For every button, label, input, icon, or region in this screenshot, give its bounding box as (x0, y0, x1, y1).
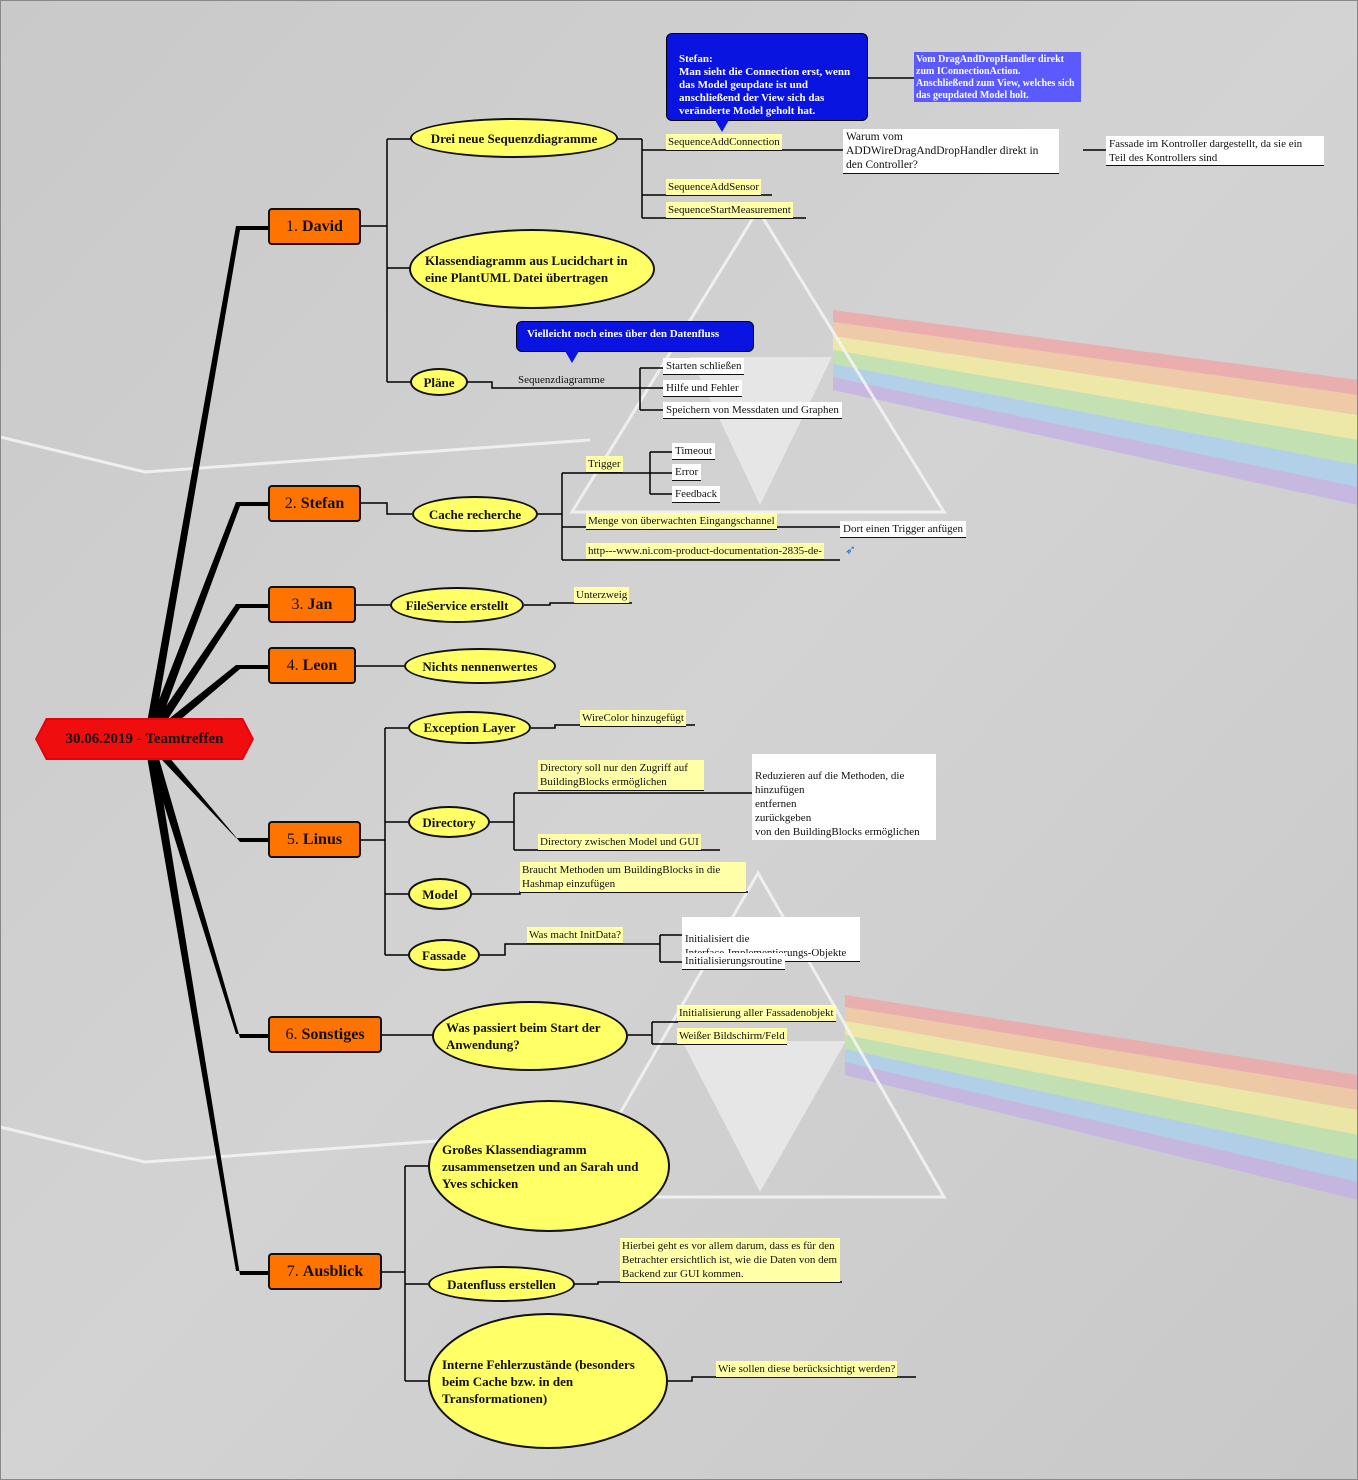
topic-david[interactable]: 1.David (268, 208, 361, 245)
node-label: Directory (422, 814, 476, 830)
node-start-anwendung[interactable]: Was passiert beim Start der Anwendung? (432, 1001, 628, 1071)
node-label: Fassade (421, 947, 467, 963)
topic-label: Stefan (300, 494, 345, 512)
topic-linus[interactable]: 5.Linus (268, 821, 361, 858)
note-sequenzdiagramme[interactable]: Sequenzdiagramme (518, 374, 605, 386)
trunk-ausblick (145, 738, 268, 1275)
note-starten-schliessen[interactable]: Starten schließen (663, 358, 745, 375)
callout-text: Stefan: Man sieht die Connection erst, w… (679, 53, 851, 117)
note-initdata[interactable]: Was macht InitData? (527, 927, 623, 944)
blue-note-draganddrop: Vom DragAndDropHandler direkt zum IConne… (914, 52, 1081, 102)
note-trigger[interactable]: Trigger (586, 456, 623, 473)
note-directory-zugriff[interactable]: Directory soll nur den Zugriff auf Build… (538, 760, 704, 791)
topic-stefan[interactable]: 2.Stefan (268, 485, 361, 522)
node-label: Nichts nennenwertes (422, 658, 538, 674)
node-nichts-nennenwertes[interactable]: Nichts nennenwertes (404, 648, 556, 684)
topic-number: 2. (284, 494, 297, 512)
topic-number: 6. (285, 1025, 298, 1043)
note-reduzieren[interactable]: Reduzieren auf die Methoden, die hinzufü… (752, 754, 936, 840)
topic-jan[interactable]: 3.Jan (268, 586, 356, 623)
callout-stefan[interactable]: Stefan: Man sieht die Connection erst, w… (666, 33, 868, 132)
note-wirecolor[interactable]: WireColor hinzugefügt (580, 710, 686, 727)
note-sequenceaddconnection[interactable]: SequenceAddConnection (666, 134, 782, 151)
note-weisser-bildschirm[interactable]: Weißer Bildschirm/Feld (677, 1028, 787, 1045)
note-trigger-anfuegen[interactable]: Dort einen Trigger anfügen (840, 521, 967, 538)
node-exception-layer[interactable]: Exception Layer (408, 711, 531, 744)
note-timeout[interactable]: Timeout (672, 443, 715, 460)
note-error[interactable]: Error (672, 464, 702, 481)
trunk-stefan (145, 502, 268, 742)
note-menge-eingangschannel[interactable]: Menge von überwachten Eingangschannel (586, 513, 777, 530)
note-unterzweig[interactable]: Unterzweig (574, 587, 630, 604)
trunk-sonstiges (145, 738, 268, 1038)
topic-number: 1. (286, 217, 299, 235)
note-beruecksichtigt[interactable]: Wie sollen diese berücksichtigt werden? (716, 1361, 898, 1378)
callout-tail (565, 351, 579, 363)
topic-number: 7. (286, 1262, 299, 1280)
topic-label: Sonstiges (301, 1025, 365, 1043)
node-label: Datenfluss erstellen (447, 1276, 556, 1292)
node-label: Model (422, 886, 458, 902)
root-label: 30.06.2019 - Teamtreffen (65, 730, 224, 747)
note-sequenceaddsensor[interactable]: SequenceAddSensor (666, 179, 762, 196)
note-hilfe-fehler[interactable]: Hilfe und Fehler (663, 380, 742, 397)
node-plaene[interactable]: Pläne (410, 368, 468, 396)
node-directory[interactable]: Directory (408, 806, 490, 838)
note-directory-model-gui[interactable]: Directory zwischen Model und GUI (538, 834, 701, 851)
note-speichern[interactable]: Speichern von Messdaten und Graphen (663, 402, 842, 419)
node-label: Großes Klassendiagramm zusammensetzen un… (442, 1141, 639, 1191)
callout-text: Vielleicht noch eines über den Datenflus… (527, 328, 720, 340)
note-ni-link[interactable]: http---www.ni.com-product-documentation-… (586, 543, 824, 560)
node-label: Drei neue Sequenzdiagramme (430, 130, 598, 146)
topic-leon[interactable]: 4.Leon (268, 647, 356, 684)
topic-label: Ausblick (302, 1262, 364, 1280)
node-grosses-klassendiagramm[interactable]: Großes Klassendiagramm zusammensetzen un… (428, 1100, 670, 1232)
topic-number: 3. (291, 595, 304, 613)
topic-sonstiges[interactable]: 6.Sonstiges (268, 1016, 382, 1053)
note-datenfluss-erklaerung[interactable]: Hierbei geht es vor allem darum, dass es… (620, 1238, 840, 1283)
topic-number: 5. (286, 830, 299, 848)
hyperlink-icon[interactable]: ➶ (845, 542, 856, 557)
note-warum-question[interactable]: Warum vom ADDWireDragAndDropHandler dire… (843, 129, 1059, 174)
topic-number: 4. (286, 656, 299, 674)
node-label: Exception Layer (423, 720, 516, 735)
topic-label: David (302, 217, 343, 235)
node-label: Interne Fehlerzustände (besonders beim C… (442, 1356, 635, 1406)
note-model-hashmap[interactable]: Braucht Methoden um BuildingBlocks in di… (520, 862, 746, 893)
node-label: Pläne (423, 374, 455, 390)
node-fassade[interactable]: Fassade (408, 939, 480, 971)
topic-ausblick[interactable]: 7.Ausblick (268, 1253, 382, 1290)
node-label: Klassendiagramm aus Lucidchart in eine P… (425, 253, 628, 285)
node-fileservice[interactable]: FileService erstellt (390, 587, 524, 623)
node-label: Cache recherche (428, 506, 522, 522)
note-initialisierungsroutine[interactable]: Initialisierungsroutine (682, 953, 786, 970)
note-feedback[interactable]: Feedback (672, 486, 721, 503)
node-drei-sequenzdiagramme[interactable]: Drei neue Sequenzdiagramme (410, 118, 618, 158)
note-sequencestartmeasurement[interactable]: SequenceStartMeasurement (666, 202, 793, 219)
node-cache-recherche[interactable]: Cache recherche (412, 496, 538, 532)
node-datenfluss-erstellen[interactable]: Datenfluss erstellen (428, 1266, 575, 1302)
node-klassendiagramm[interactable]: Klassendiagramm aus Lucidchart in eine P… (409, 229, 655, 309)
node-label: FileService erstellt (405, 597, 509, 613)
root-node[interactable]: 30.06.2019 - Teamtreffen (35, 718, 254, 760)
topic-label: Jan (307, 595, 333, 613)
callout-datenfluss[interactable]: Vielleicht noch eines über den Datenflus… (516, 321, 754, 363)
topic-label: Linus (302, 830, 343, 848)
note-fassade-answer[interactable]: Fassade im Kontroller dargestellt, da si… (1106, 136, 1324, 166)
node-model[interactable]: Model (408, 878, 472, 910)
topic-label: Leon (302, 656, 338, 674)
node-label: Was passiert beim Start der Anwendung? (446, 1020, 601, 1052)
note-initialisierung-fassadenobjekt[interactable]: Initialisierung aller Fassadenobjekt (677, 1005, 836, 1022)
node-interne-fehlerzustaende[interactable]: Interne Fehlerzustände (besonders beim C… (428, 1313, 668, 1449)
callout-tail (715, 120, 729, 132)
trunk-david (145, 226, 268, 742)
